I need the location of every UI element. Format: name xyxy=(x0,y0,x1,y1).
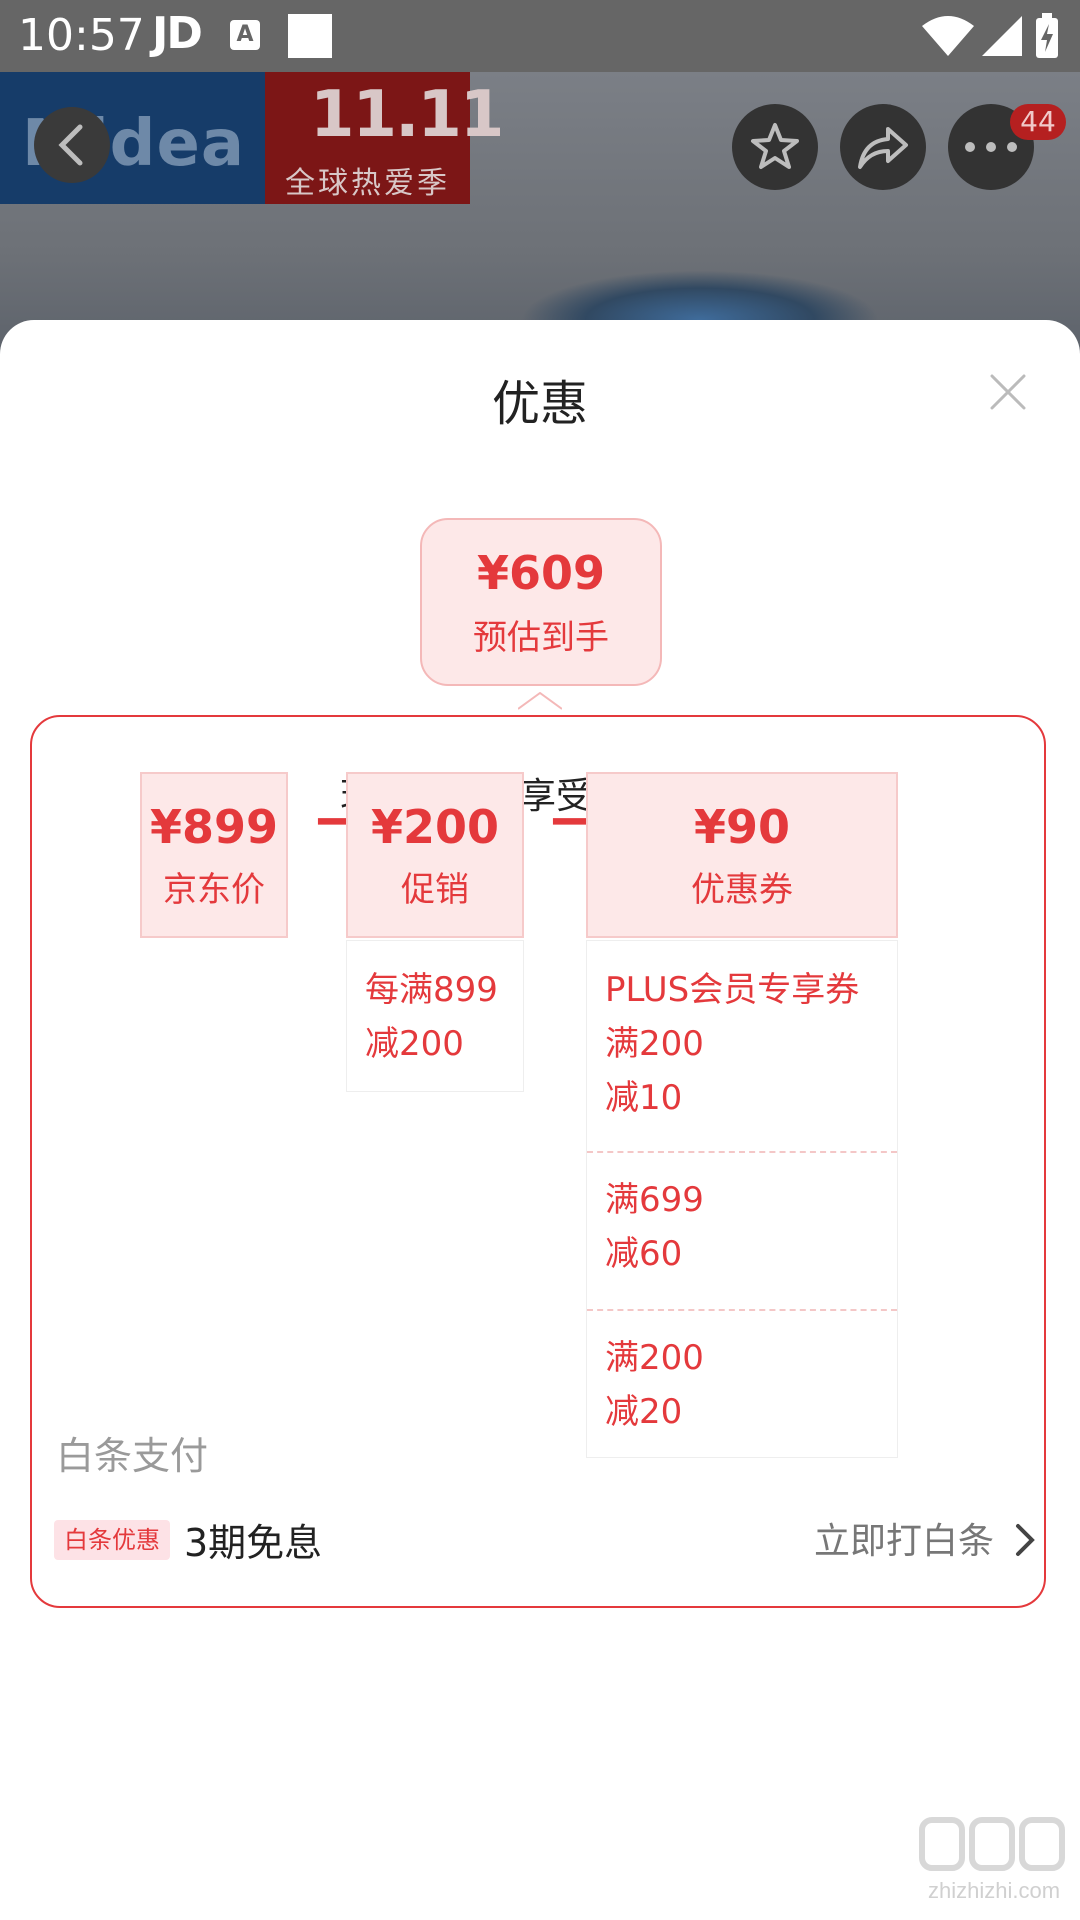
coupon-item: 满200 减20 xyxy=(605,1331,895,1439)
baitiao-description: 3期免息 xyxy=(184,1521,323,1565)
estimated-price: ¥609 xyxy=(476,546,606,600)
wifi-icon xyxy=(922,16,974,56)
coupon-line: 减20 xyxy=(605,1392,683,1432)
back-icon xyxy=(58,124,83,166)
promotion-amount: ¥200 xyxy=(370,800,500,854)
promotion-detail: 每满899 减200 xyxy=(346,940,524,1092)
coupon-line: 满200 xyxy=(605,1338,704,1378)
baitiao-section-title: 白条支付 xyxy=(56,1434,209,1478)
coupon-line: 满699 xyxy=(605,1180,704,1220)
status-bar: 10:57 JD A xyxy=(0,0,1080,72)
estimated-price-label: 预估到手 xyxy=(473,618,609,658)
baitiao-action-link[interactable]: 立即打白条 xyxy=(814,1521,995,1562)
close-icon[interactable] xyxy=(988,372,1028,412)
share-icon xyxy=(858,127,908,169)
coupon-line: 减10 xyxy=(605,1078,683,1118)
promotion-condition: 每满899 xyxy=(365,970,498,1010)
promotion-detail-text: 每满899 减200 xyxy=(365,963,498,1071)
coupon-amount: ¥90 xyxy=(693,800,791,854)
promo-logo: 11.11 xyxy=(310,78,504,152)
share-button[interactable] xyxy=(840,104,926,190)
coupon-divider xyxy=(587,1309,897,1311)
status-time: 10:57 xyxy=(18,10,145,61)
coupon-item: PLUS会员专享券 满200 减10 xyxy=(605,963,895,1125)
signal-icon xyxy=(982,16,1022,56)
coupon-line: 减60 xyxy=(605,1234,683,1274)
estimated-price-badge: ¥609 预估到手 xyxy=(420,518,662,686)
watermark-logo-icon xyxy=(919,1817,1065,1871)
promo-banner: 11.11 全球热爱季 xyxy=(265,72,504,204)
notification-square-icon xyxy=(288,14,332,58)
back-button[interactable] xyxy=(34,107,110,183)
coupon-item: 满699 减60 xyxy=(605,1173,895,1281)
jd-price-card: ¥899 京东价 xyxy=(140,772,288,938)
star-icon xyxy=(751,123,799,169)
discount-sheet: 优惠 ¥609 预估到手 现在购买，享受以下优惠 ¥899 京东价 − ¥200… xyxy=(0,320,1080,1920)
promo-subtitle: 全球热爱季 xyxy=(285,166,450,201)
pointer-notch xyxy=(518,692,562,710)
promotion-label: 促销 xyxy=(401,870,469,910)
jd-price-label: 京东价 xyxy=(163,870,265,910)
coupon-divider xyxy=(587,1151,897,1153)
notification-a-icon: A xyxy=(230,20,260,50)
notification-badge: 44 xyxy=(1010,104,1066,140)
coupon-label: 优惠券 xyxy=(691,870,793,910)
chevron-right-icon xyxy=(1016,1524,1035,1556)
more-icon xyxy=(965,142,1017,152)
app-notification-label: JD xyxy=(152,8,203,59)
favorite-button[interactable] xyxy=(732,104,818,190)
baitiao-tag: 白条优惠 xyxy=(54,1520,170,1560)
coupon-line: PLUS会员专享券 xyxy=(605,970,860,1010)
jd-price-amount: ¥899 xyxy=(149,800,279,854)
battery-charging-icon xyxy=(1036,13,1058,58)
sheet-title: 优惠 xyxy=(491,376,588,432)
watermark-text: zhizhizhi.com xyxy=(928,1878,1061,1903)
coupon-card: ¥90 优惠券 xyxy=(586,772,898,938)
baitiao-row[interactable]: 白条优惠 3期免息 立即打白条 xyxy=(54,1510,1054,1580)
promotion-reduction: 减200 xyxy=(365,1024,464,1064)
coupon-line: 满200 xyxy=(605,1024,704,1064)
promotion-card: ¥200 促销 xyxy=(346,772,524,938)
coupon-detail-list: PLUS会员专享券 满200 减10 满699 减60 满200 减20 xyxy=(586,940,898,1458)
